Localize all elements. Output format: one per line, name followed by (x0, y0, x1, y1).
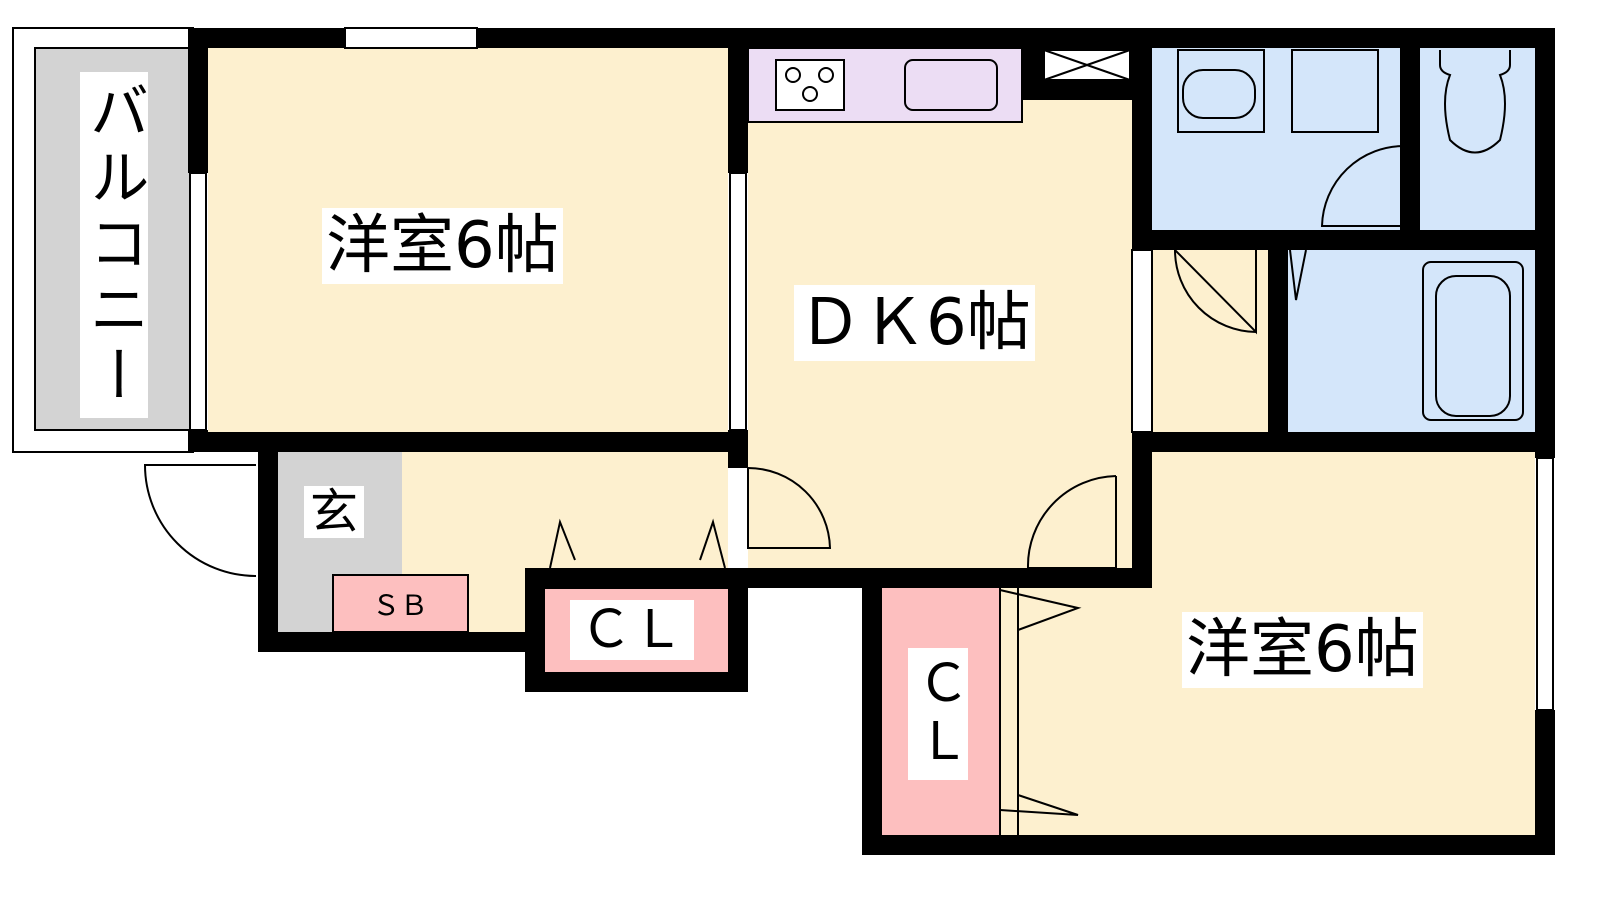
bathtub-icon (1422, 261, 1524, 421)
fridge-cross-icon (1043, 49, 1131, 81)
bathroom (1288, 250, 1535, 432)
windows (189, 27, 1554, 711)
sink-icon (904, 59, 998, 111)
toilet-icon (1439, 50, 1511, 154)
dk-label: ＤＫ6帖 (794, 285, 1035, 361)
hallway (1152, 250, 1268, 432)
closet-entrance-label: ＣＬ (570, 600, 695, 660)
shoebox (332, 574, 469, 633)
basin-counter (1177, 49, 1265, 133)
stove-icon (775, 59, 845, 111)
closet-east-label: ＣＬ (908, 648, 968, 780)
basin-icon (1182, 69, 1256, 119)
balcony-label: バルコニー (79, 72, 149, 418)
shoebox-label: ＳＢ (372, 589, 429, 622)
room-east-label: 洋室6帖 (1182, 612, 1423, 688)
doors (143, 144, 1406, 835)
entrance-label: 玄 (304, 486, 365, 538)
walls (188, 28, 1555, 855)
room-west-label: 洋室6帖 (322, 208, 563, 284)
washer-space-icon (1291, 49, 1379, 133)
washroom-toilet (1152, 48, 1535, 230)
